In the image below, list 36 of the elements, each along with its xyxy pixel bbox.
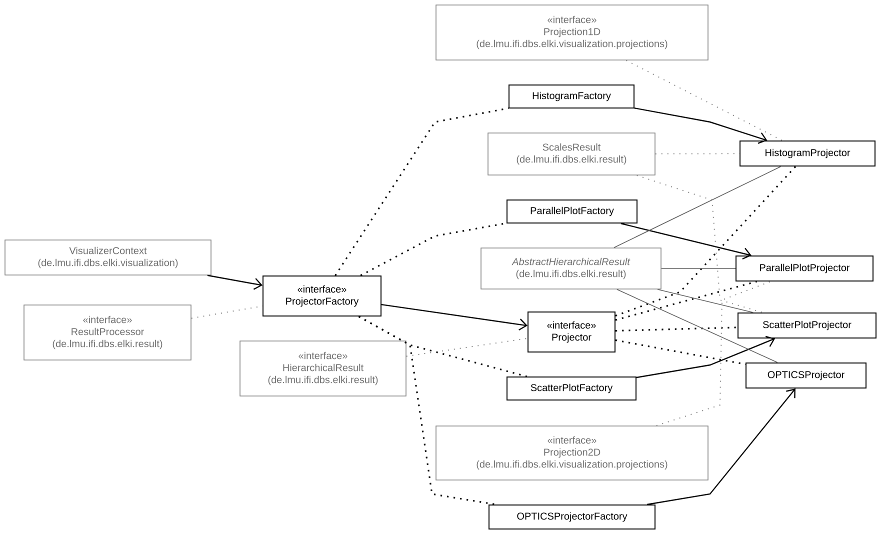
dotted-line xyxy=(626,60,783,141)
dotted-line xyxy=(358,316,496,506)
dotted-line xyxy=(615,166,796,317)
dotted-line xyxy=(656,281,771,426)
class-box: «interface» HierarchicalResult (de.lmu.ifi.dbs.elki.result) xyxy=(240,340,406,396)
class-box: ScatterPlotProjector xyxy=(738,312,876,338)
connector-line xyxy=(614,166,782,248)
class-box: ScatterPlotFactory xyxy=(506,376,636,400)
dotted-line xyxy=(406,338,528,357)
dotted-line xyxy=(615,280,758,321)
dotted-line xyxy=(334,107,509,276)
class-box: HistogramFactory xyxy=(508,84,634,108)
arrow xyxy=(207,274,262,290)
dotted-line xyxy=(636,174,764,313)
arrow xyxy=(634,108,768,144)
dotted-line xyxy=(615,326,738,332)
class-box: VisualizerContext (de.lmu.ifi.dbs.elki.visualization) xyxy=(4,240,212,276)
arrow xyxy=(381,304,528,330)
class-box: «interface» ProjectorFactory xyxy=(262,276,382,316)
class-box: «interface» Projection1D (de.lmu.ifi.dbs.elki.visualization.projections) xyxy=(436,4,708,60)
connector-line xyxy=(657,289,754,313)
connector-line xyxy=(661,268,736,269)
class-box: AbstractHierarchicalResult (de.lmu.ifi.dbs.elki.result) xyxy=(480,248,662,290)
arrow xyxy=(636,336,776,378)
arrow xyxy=(646,388,796,506)
class-box: HistogramProjector xyxy=(740,140,876,166)
dotted-line xyxy=(615,339,746,366)
class-box: «interface» Projection2D (de.lmu.ifi.dbs.elki.visualization.projections) xyxy=(436,426,708,480)
class-box: ScalesResult (de.lmu.ifi.dbs.elki.result) xyxy=(488,132,656,176)
class-box: «interface» Projector xyxy=(528,312,616,352)
class-box: «interface» ResultProcessor (de.lmu.ifi.dbs.elki.result) xyxy=(24,304,192,360)
class-box: ParallelPlotProjector xyxy=(736,256,874,282)
class-box: OPTICSProjector xyxy=(746,362,866,388)
class-box: ParallelPlotFactory xyxy=(506,200,638,224)
arrow xyxy=(620,222,752,260)
class-box: OPTICSProjectorFactory xyxy=(488,504,656,530)
